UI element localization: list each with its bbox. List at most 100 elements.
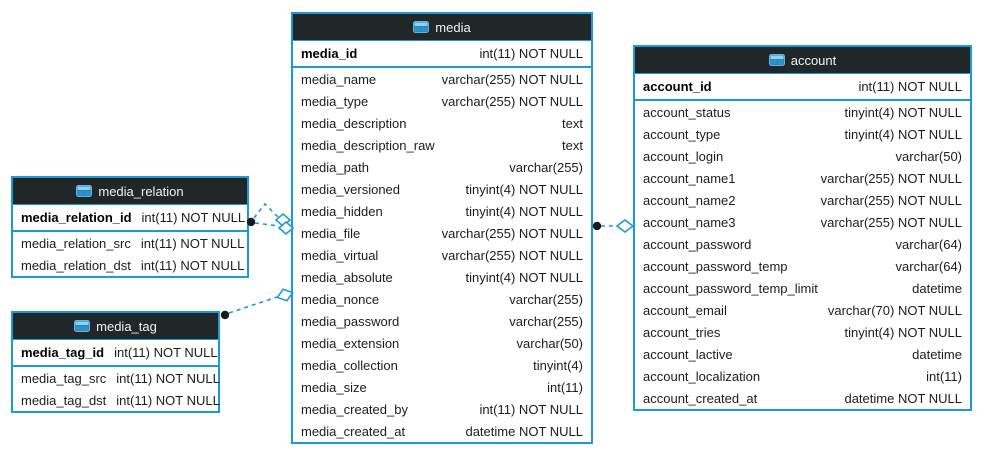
column-name: account_name2 bbox=[643, 192, 736, 208]
column-row[interactable]: account_type tinyint(4) NOT NULL bbox=[635, 123, 970, 145]
table-header[interactable]: media_relation bbox=[13, 178, 247, 205]
column-row[interactable]: account_localization int(11) bbox=[635, 365, 970, 387]
column-name: media_relation_src bbox=[21, 235, 131, 251]
column-type: int(11) NOT NULL bbox=[479, 46, 583, 61]
column-name: account_localization bbox=[643, 368, 761, 384]
column-type: int(11) NOT NULL bbox=[479, 401, 583, 417]
column-name: media_path bbox=[301, 159, 369, 175]
column-type: int(11) NOT NULL bbox=[116, 392, 220, 408]
column-name: account_name1 bbox=[643, 170, 736, 186]
column-type: varchar(255) NOT NULL bbox=[441, 71, 583, 87]
relationship-media-account[interactable] bbox=[592, 219, 635, 233]
column-type: varchar(50) bbox=[895, 148, 962, 164]
column-name: media_nonce bbox=[301, 291, 380, 307]
column-type: varchar(70) NOT NULL bbox=[827, 302, 962, 318]
table-icon bbox=[76, 185, 93, 197]
table-header[interactable]: account bbox=[635, 47, 970, 74]
column-row[interactable]: account_login varchar(50) bbox=[635, 145, 970, 167]
primary-key-row[interactable]: media_relation_id int(11) NOT NULL bbox=[13, 205, 247, 232]
column-type: datetime bbox=[912, 346, 962, 362]
column-name: media_password bbox=[301, 313, 400, 329]
column-row[interactable]: media_versioned tinyint(4) NOT NULL bbox=[293, 178, 591, 200]
column-type: varchar(255) NOT NULL bbox=[820, 170, 962, 186]
primary-key-row[interactable]: media_id int(11) NOT NULL bbox=[293, 41, 591, 68]
table-icon bbox=[74, 320, 91, 332]
column-row[interactable]: account_name1 varchar(255) NOT NULL bbox=[635, 167, 970, 189]
column-name: media_tag_src bbox=[21, 370, 107, 386]
table-media-tag[interactable]: media_tag media_tag_id int(11) NOT NULL … bbox=[11, 311, 220, 413]
column-type: int(11) NOT NULL bbox=[114, 345, 218, 360]
column-name: media_created_at bbox=[301, 423, 406, 439]
table-media[interactable]: media media_id int(11) NOT NULL media_na… bbox=[291, 12, 593, 444]
column-type: int(11) bbox=[547, 379, 583, 395]
column-type: varchar(255) bbox=[509, 291, 583, 307]
column-type: varchar(64) bbox=[895, 258, 962, 274]
column-name: account_login bbox=[643, 148, 724, 164]
column-name: media_tag_id bbox=[21, 345, 105, 360]
column-name: media_file bbox=[301, 225, 361, 241]
column-name: media_description_raw bbox=[301, 137, 435, 153]
column-type: varchar(64) bbox=[895, 236, 962, 252]
column-name: media_relation_dst bbox=[21, 257, 131, 273]
column-type: int(11) NOT NULL bbox=[141, 210, 246, 225]
column-name: media_id bbox=[301, 46, 358, 61]
column-name: media_versioned bbox=[301, 181, 401, 197]
table-header[interactable]: media_tag bbox=[13, 313, 218, 340]
relationship-media-tag-media[interactable] bbox=[220, 287, 295, 320]
column-type: int(11) bbox=[926, 368, 962, 384]
table-account[interactable]: account account_id int(11) NOT NULL acco… bbox=[633, 45, 972, 411]
column-name: media_size bbox=[301, 379, 367, 395]
column-name: account_name3 bbox=[643, 214, 736, 230]
column-type: tinyint(4) NOT NULL bbox=[844, 324, 962, 340]
column-row[interactable]: media_size int(11) bbox=[293, 376, 591, 398]
column-type: datetime bbox=[912, 280, 962, 296]
column-name: media_extension bbox=[301, 335, 400, 351]
table-media-relation[interactable]: media_relation media_relation_id int(11)… bbox=[11, 176, 249, 278]
primary-key-row[interactable]: account_id int(11) NOT NULL bbox=[635, 74, 970, 101]
column-type: tinyint(4) NOT NULL bbox=[844, 126, 962, 142]
table-header[interactable]: media bbox=[293, 14, 591, 41]
column-type: tinyint(4) NOT NULL bbox=[465, 181, 583, 197]
table-icon bbox=[768, 54, 785, 66]
column-name: media_hidden bbox=[301, 203, 383, 219]
column-type: text bbox=[562, 137, 583, 153]
column-name: account_type bbox=[643, 126, 721, 142]
relationship-media-relation-media[interactable] bbox=[246, 202, 295, 236]
column-name: account_id bbox=[643, 79, 712, 94]
column-row[interactable]: account_lactive datetime bbox=[635, 343, 970, 365]
column-row[interactable]: media_nonce varchar(255) bbox=[293, 288, 591, 310]
column-name: account_lactive bbox=[643, 346, 733, 362]
primary-key-row[interactable]: media_tag_id int(11) NOT NULL bbox=[13, 340, 218, 367]
column-row[interactable]: media_description_raw text bbox=[293, 134, 591, 156]
column-name: media_collection bbox=[301, 357, 398, 373]
column-name: media_description bbox=[301, 115, 407, 131]
